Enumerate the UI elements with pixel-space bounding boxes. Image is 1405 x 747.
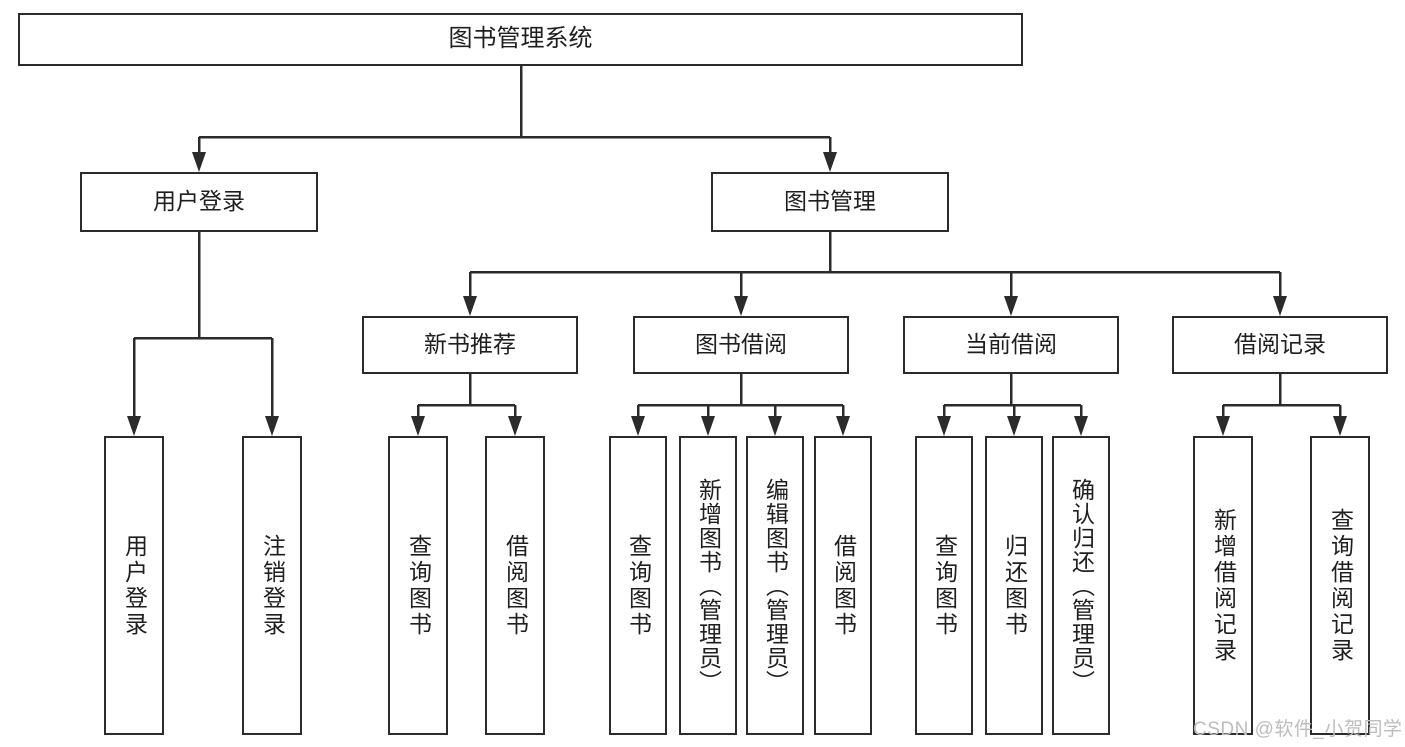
arrowhead-icon bbox=[1273, 296, 1287, 316]
node-label: 图书借阅 bbox=[695, 331, 787, 358]
node-book-manage: 图书管理 bbox=[711, 172, 949, 232]
node-label: 注销登录 bbox=[259, 533, 286, 638]
node-label: 查询图书 bbox=[625, 533, 652, 638]
node-label: 借阅记录 bbox=[1234, 331, 1326, 358]
node-label: 新增借阅记录 bbox=[1210, 507, 1237, 664]
node-leaf-user-login: 用户登录 bbox=[104, 436, 164, 735]
arrowhead-icon bbox=[1074, 416, 1088, 436]
node-current-borrow: 当前借阅 bbox=[903, 316, 1119, 374]
connector-layer bbox=[127, 66, 1347, 436]
node-label: 当前借阅 bbox=[965, 331, 1057, 358]
arrowhead-icon bbox=[508, 416, 522, 436]
node-label: 借阅图书 bbox=[502, 533, 529, 638]
node-label: 归还图书 bbox=[1001, 533, 1028, 638]
arrowhead-icon bbox=[1216, 416, 1230, 436]
node-leaf-query-book-rec: 查询图书 bbox=[388, 436, 448, 735]
node-leaf-edit-book: 编辑图书（管理员） bbox=[746, 436, 804, 735]
arrowhead-icon bbox=[631, 416, 645, 436]
node-root: 图书管理系统 bbox=[18, 13, 1023, 66]
node-label: 用户登录 bbox=[121, 533, 148, 638]
arrowhead-icon bbox=[1004, 296, 1018, 316]
node-leaf-borrow-book: 借阅图书 bbox=[814, 436, 872, 735]
arrowhead-icon bbox=[1007, 416, 1021, 436]
arrowhead-icon bbox=[937, 416, 951, 436]
node-leaf-return-book: 归还图书 bbox=[985, 436, 1043, 735]
arrowhead-icon bbox=[463, 296, 477, 316]
node-label: 借阅图书 bbox=[830, 533, 857, 638]
node-label: 图书管理 bbox=[784, 188, 876, 215]
node-user-login: 用户登录 bbox=[80, 172, 318, 232]
node-label: 查询图书 bbox=[405, 533, 432, 638]
arrowhead-icon bbox=[1333, 416, 1347, 436]
node-label: 新书推荐 bbox=[424, 331, 516, 358]
node-leaf-logout: 注销登录 bbox=[242, 436, 302, 735]
arrowhead-icon bbox=[836, 416, 850, 436]
arrowhead-icon bbox=[823, 152, 837, 172]
arrowhead-icon bbox=[768, 416, 782, 436]
node-borrow-record: 借阅记录 bbox=[1172, 316, 1388, 374]
node-label: 查询借阅记录 bbox=[1327, 507, 1354, 664]
node-leaf-query-book-borrow: 查询图书 bbox=[609, 436, 667, 735]
node-label: 用户登录 bbox=[153, 188, 245, 215]
node-leaf-query-record: 查询借阅记录 bbox=[1310, 436, 1370, 735]
node-label: 新增图书（管理员） bbox=[695, 477, 722, 694]
node-leaf-add-book: 新增图书（管理员） bbox=[679, 436, 737, 735]
node-leaf-confirm-return: 确认归还（管理员） bbox=[1052, 436, 1110, 735]
arrowhead-icon bbox=[734, 296, 748, 316]
node-new-book-rec: 新书推荐 bbox=[362, 316, 578, 374]
arrowhead-icon bbox=[265, 416, 279, 436]
node-leaf-borrow-book-rec: 借阅图书 bbox=[485, 436, 545, 735]
node-book-borrow: 图书借阅 bbox=[633, 316, 849, 374]
arrowhead-icon bbox=[701, 416, 715, 436]
node-leaf-query-book-cur: 查询图书 bbox=[915, 436, 973, 735]
node-leaf-add-record: 新增借阅记录 bbox=[1193, 436, 1253, 735]
arrowhead-icon bbox=[127, 416, 141, 436]
arrowhead-icon bbox=[411, 416, 425, 436]
arrowhead-icon bbox=[192, 152, 206, 172]
node-label: 查询图书 bbox=[931, 533, 958, 638]
node-label: 确认归还（管理员） bbox=[1068, 477, 1095, 694]
node-label: 编辑图书（管理员） bbox=[762, 477, 789, 694]
node-label: 图书管理系统 bbox=[448, 25, 593, 53]
